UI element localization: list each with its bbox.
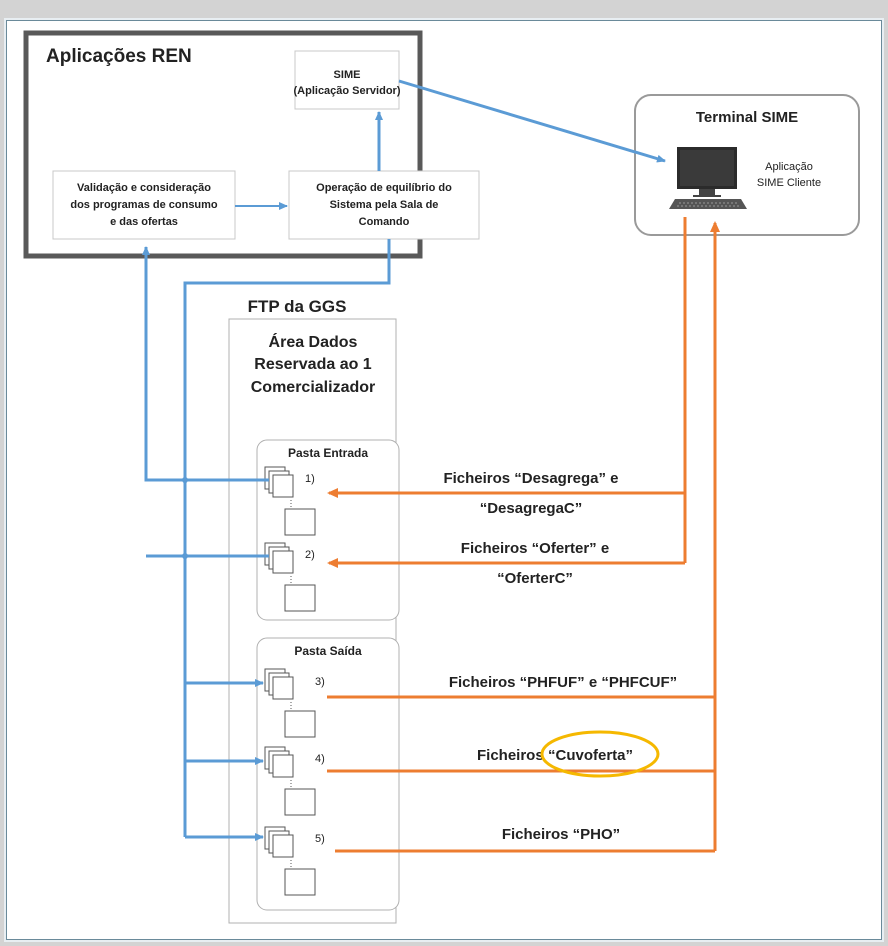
file5-label: Ficheiros “PHO” [502, 826, 620, 843]
validation-label-1: Validação e consideração [77, 182, 211, 194]
file4-label-prefix: Ficheiros [477, 747, 544, 764]
terminal-app-label-2: SIME Cliente [757, 177, 821, 189]
file-number-3: 3) [315, 676, 325, 688]
sime-server-label-1: SIME [334, 69, 361, 81]
file3-label: Ficheiros “PHFUF” e “PHFCUF” [449, 674, 677, 691]
operation-label-2: Sistema pela Sala de [330, 199, 439, 211]
file-number-2: 2) [305, 549, 315, 561]
file-stack-icon-5 [264, 826, 316, 896]
inputs-to-validation-line [142, 246, 269, 482]
computer-icon [669, 147, 747, 209]
ftp-area-label-1: Área Dados [269, 332, 358, 351]
file-stack-icon-2 [264, 542, 316, 612]
ftp-area-label-2: Reservada ao 1 [254, 356, 372, 373]
diagram-canvas: Aplicações REN SIME (Aplicação Servidor)… [6, 20, 882, 940]
file2-label-2: “OferterC” [497, 570, 573, 587]
sime-to-terminal-arrow [398, 79, 666, 163]
ren-title: Aplicações REN [46, 46, 192, 67]
sime-server-label-2: (Aplicação Servidor) [294, 85, 401, 97]
file4-label-highlight: “Cuvoferta” [548, 747, 633, 764]
operation-to-outputs-line [183, 239, 391, 837]
flow-diagram: Aplicações REN SIME (Aplicação Servidor)… [23, 30, 860, 924]
file-number-1: 1) [305, 473, 315, 485]
folder-in-label: Pasta Entrada [288, 446, 368, 460]
ftp-title: FTP da GGS [248, 297, 347, 316]
operation-label-1: Operação de equilíbrio do [316, 182, 452, 194]
sime-server-box [294, 50, 400, 110]
file1-label-1: Ficheiros “Desagrega” e [443, 470, 618, 487]
file-stack-icon-1 [264, 466, 316, 536]
file-number-5: 5) [315, 833, 325, 845]
file2-label-1: Ficheiros “Oferter” e [461, 540, 609, 557]
file-stack-icon-4 [264, 746, 316, 816]
validation-box [52, 170, 236, 240]
file1-label-2: “DesagregaC” [480, 500, 583, 517]
folder-out-label: Pasta Saída [294, 644, 362, 658]
file-number-4: 4) [315, 753, 325, 765]
operation-label-3: Comando [359, 216, 410, 228]
validation-label-2: dos programas de consumo [70, 199, 218, 211]
terminal-app-label-1: Aplicação [765, 161, 813, 173]
ftp-area-label-3: Comercializador [251, 379, 375, 396]
highlight-ring [540, 730, 660, 778]
terminal-title: Terminal SIME [696, 109, 798, 126]
validation-label-3: e das ofertas [110, 216, 178, 228]
junction-dot-1 [182, 477, 188, 483]
junction-dot-2 [182, 553, 188, 559]
file-stack-icon-3 [264, 668, 316, 738]
operation-box [288, 170, 480, 240]
